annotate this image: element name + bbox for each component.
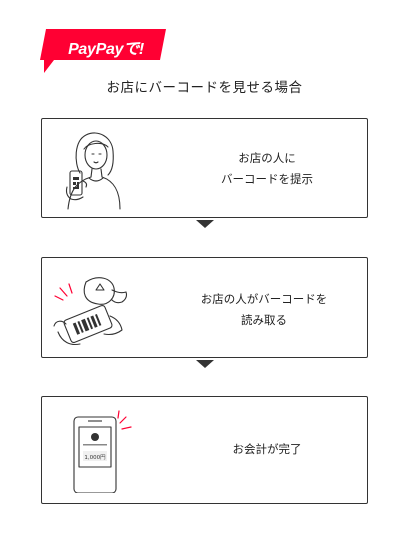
step-card-1: お店の人に バーコードを提示 [41,118,368,218]
step-1-line-2: バーコードを提示 [221,172,313,186]
step-3-text: お会計が完了 [172,439,362,460]
paypay-badge: PayPayで! [40,29,166,73]
step-2-text: お店の人がバーコードを 読み取る [164,289,364,331]
step-1-text: お店の人に バーコードを提示 [172,148,362,190]
step-card-2: お店の人がバーコードを 読み取る [41,257,368,358]
arrow-down-icon [196,360,214,368]
badge-shape [40,29,166,73]
arrow-down-icon [196,220,214,228]
step-3-line-1: お会計が完了 [232,442,302,456]
step-card-3: 1,000円 お会計が完了 [41,396,368,504]
scanner-reading-phone-icon [53,277,128,346]
amount-label: 1,000円 [84,454,106,461]
step-2-line-2: 読み取る [241,313,287,327]
step-2-line-1: お店の人がバーコードを [200,292,328,306]
person-showing-phone-icon [65,132,121,210]
badge-label: PayPayで! [68,41,144,58]
page-heading: お店にバーコードを見せる場合 [106,80,303,96]
step-1-line-1: お店の人に [238,151,296,165]
payment-complete-phone-icon: 1,000円 [73,410,132,493]
